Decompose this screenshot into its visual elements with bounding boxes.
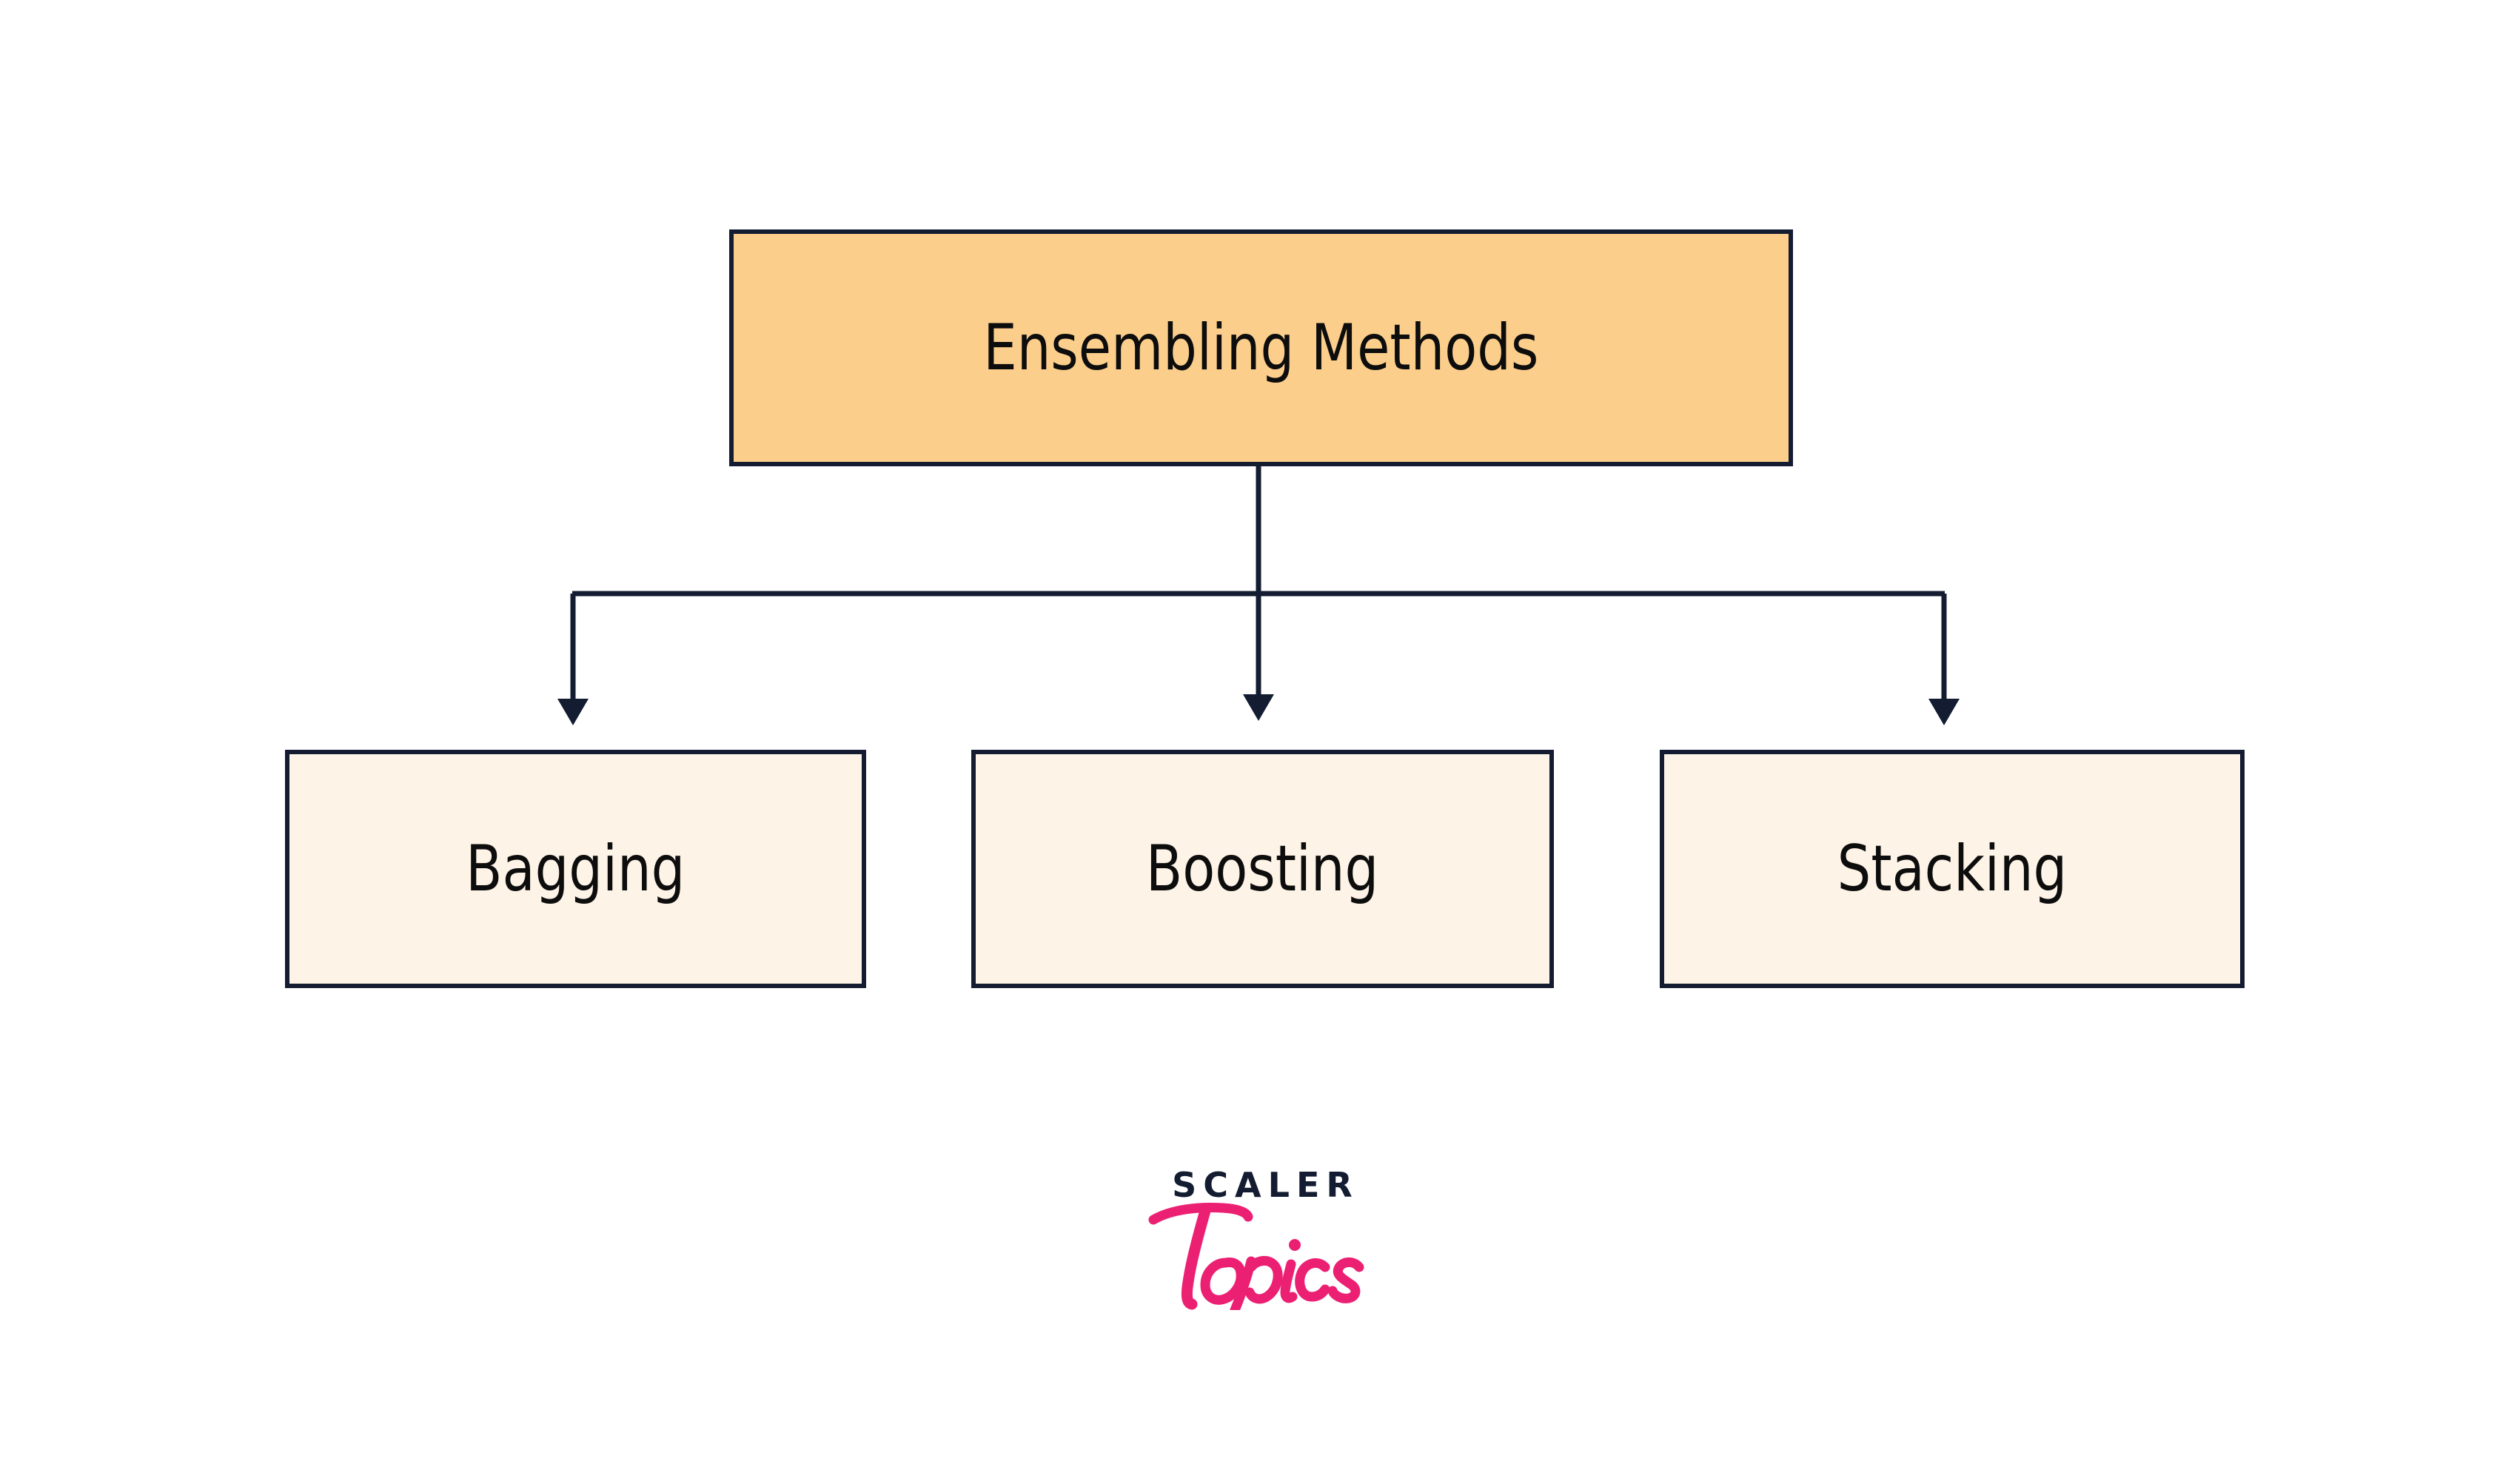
scaler-topics-logo: SCALER xyxy=(1140,1168,1384,1338)
node-ensembling-methods-label: Ensembling Methods xyxy=(983,311,1539,385)
node-stacking-label: Stacking xyxy=(1837,832,2068,906)
arrowhead-boosting xyxy=(1243,694,1274,721)
node-ensembling-methods[interactable]: Ensembling Methods xyxy=(729,229,1793,466)
logo-script-topics xyxy=(1140,1199,1384,1310)
node-bagging[interactable]: Bagging xyxy=(285,750,866,988)
arrowhead-bagging xyxy=(557,699,589,725)
node-boosting[interactable]: Boosting xyxy=(971,750,1554,988)
node-bagging-label: Bagging xyxy=(466,832,686,906)
logo-wordmark-scaler: SCALER xyxy=(1172,1165,1359,1205)
node-boosting-label: Boosting xyxy=(1146,832,1379,906)
node-stacking[interactable]: Stacking xyxy=(1660,750,2245,988)
logo-script-topics-glyphs xyxy=(1148,1203,1364,1310)
arrowhead-stacking xyxy=(1928,699,1960,725)
